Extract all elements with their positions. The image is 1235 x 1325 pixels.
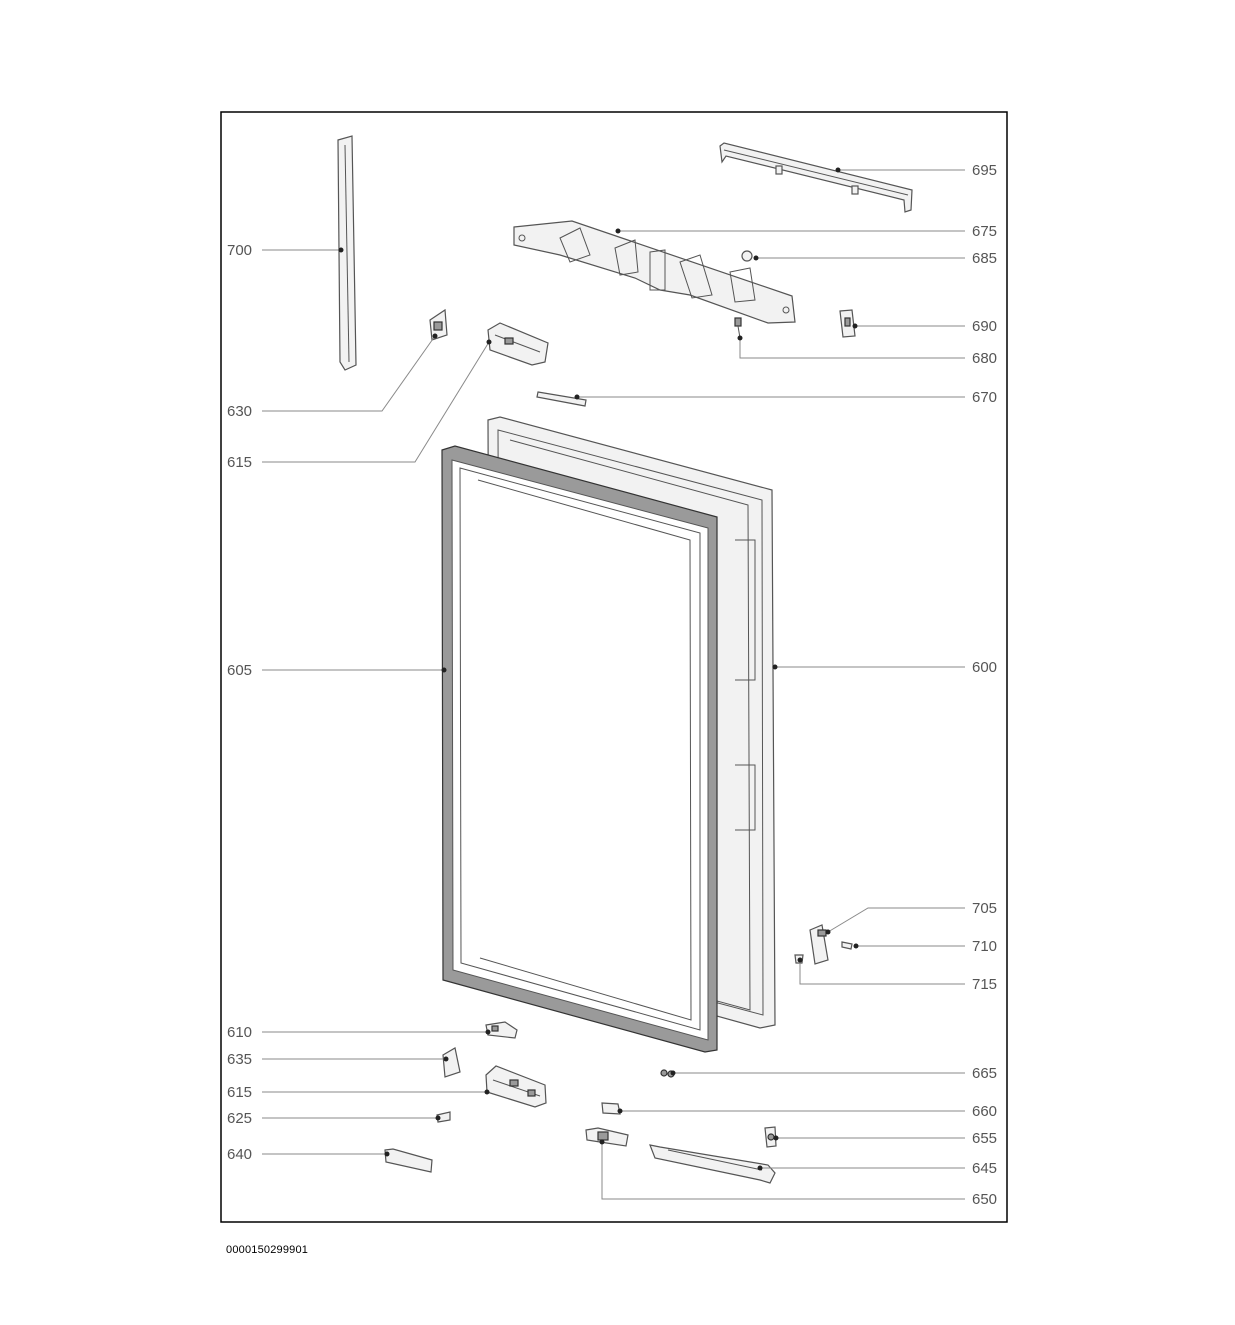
callout-685: 685 — [972, 250, 997, 267]
callout-655: 655 — [972, 1130, 997, 1147]
part-680-screw — [734, 317, 742, 339]
part-610-hinge-part — [485, 1021, 518, 1039]
part-655-fitting — [764, 1126, 777, 1148]
callout-675: 675 — [972, 223, 997, 240]
part-630-bracket — [429, 308, 448, 341]
part-705-handle — [809, 924, 829, 965]
part-710-screw — [841, 941, 853, 950]
callout-640: 640 — [227, 1146, 252, 1163]
callout-700: 700 — [227, 242, 252, 259]
diagram-border — [220, 111, 1008, 1223]
part-645-rod — [649, 1144, 776, 1184]
part-670-pin — [536, 391, 587, 407]
callout-710: 710 — [972, 938, 997, 955]
callout-670: 670 — [972, 389, 997, 406]
callout-690: 690 — [972, 318, 997, 335]
callout-660: 660 — [972, 1103, 997, 1120]
part-660-sleeve — [601, 1102, 621, 1115]
part-685-nut — [741, 250, 753, 262]
callout-615-lower: 615 — [227, 1084, 252, 1101]
part-650-connector — [585, 1127, 629, 1147]
callout-680: 680 — [972, 350, 997, 367]
part-615-lower-hinge — [485, 1065, 547, 1108]
part-605-door-gasket — [441, 445, 718, 1053]
part-640-block — [384, 1148, 433, 1173]
callout-630: 630 — [227, 403, 252, 420]
callout-695: 695 — [972, 162, 997, 179]
part-700-strip — [337, 135, 357, 371]
callout-625: 625 — [227, 1110, 252, 1127]
callout-605: 605 — [227, 662, 252, 679]
document-code: 0000150299901 — [226, 1244, 309, 1256]
part-615-upper-hinge — [487, 322, 549, 366]
callout-645: 645 — [972, 1160, 997, 1177]
callout-615-upper: 615 — [227, 454, 252, 471]
part-635-bracket — [442, 1047, 461, 1078]
callout-635: 635 — [227, 1051, 252, 1068]
callout-715: 715 — [972, 976, 997, 993]
callout-705: 705 — [972, 900, 997, 917]
callout-610: 610 — [227, 1024, 252, 1041]
part-690-bracket — [839, 309, 856, 338]
callout-650: 650 — [972, 1191, 997, 1208]
callout-665: 665 — [972, 1065, 997, 1082]
part-675-hinge-plate — [513, 220, 796, 324]
callout-600: 600 — [972, 659, 997, 676]
part-695-cover-bar — [719, 142, 913, 213]
